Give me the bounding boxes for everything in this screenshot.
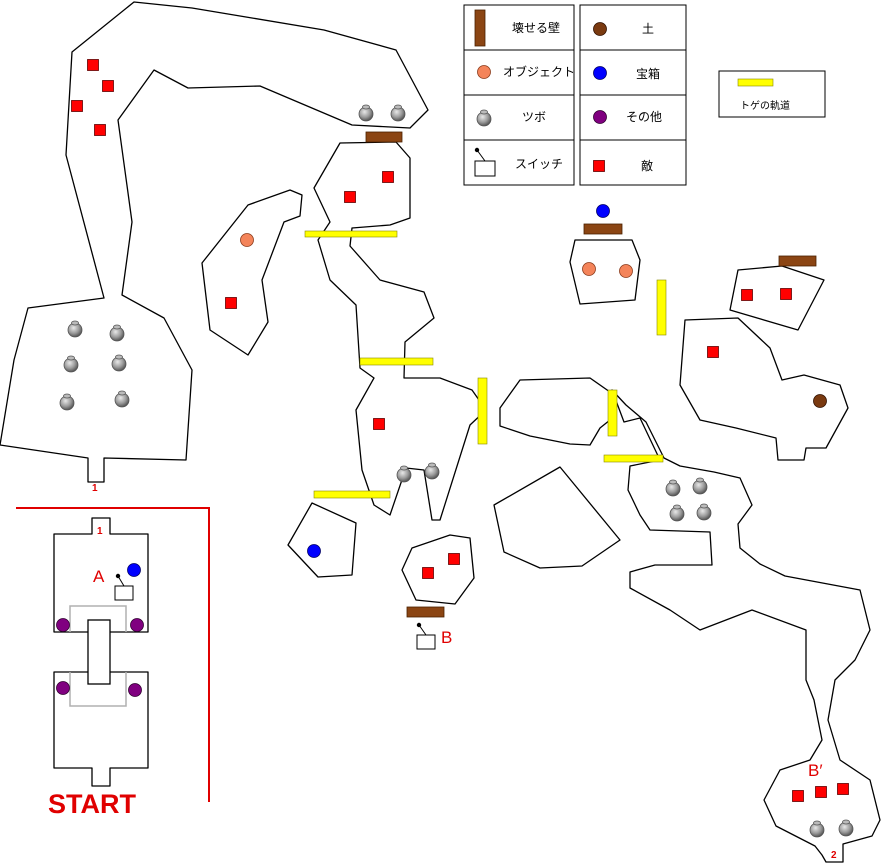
legend-switch-swatch — [474, 147, 496, 177]
legend-wall-label: 壊せる壁 — [512, 20, 560, 35]
legend: 壊せる壁 オブジェクト ツボ スイッチ 土 宝箱 その他 敵 トゲの軌道 — [463, 4, 826, 186]
object-marker — [582, 262, 596, 276]
enemy-marker — [382, 171, 394, 183]
object-marker — [619, 264, 633, 278]
room-pentagon — [569, 239, 641, 305]
enemy-marker — [94, 124, 106, 136]
enemy-marker — [87, 59, 99, 71]
entrance-1-top-label: 1 — [97, 526, 103, 537]
chest-marker — [127, 563, 141, 577]
switch-b-label: B — [441, 628, 452, 647]
object-marker — [240, 233, 254, 247]
room-west-cavern — [0, 1, 429, 483]
start-label: START — [48, 789, 136, 819]
room-upper-middle — [313, 141, 487, 521]
room-pillar — [493, 466, 621, 569]
spike-track — [359, 357, 434, 366]
switch-base — [416, 634, 436, 650]
legend-soil-label: 土 — [642, 22, 654, 36]
pots — [59, 104, 854, 838]
switch-b — [416, 622, 436, 650]
spike-track — [313, 490, 391, 499]
enemy-marker — [373, 418, 385, 430]
enemy-marker — [422, 567, 434, 579]
switch-a — [114, 573, 134, 601]
room-chest-small — [287, 502, 357, 578]
enemy-marker — [741, 289, 753, 301]
legend-object-label: オブジェクト — [503, 64, 575, 79]
wall-breakable — [365, 131, 403, 143]
exit-2-label: 2 — [831, 850, 837, 861]
enemy-marker — [707, 346, 719, 358]
spike-tracks — [304, 230, 667, 499]
start-bridge — [69, 605, 127, 707]
spike-track — [603, 454, 664, 463]
legend-spike-box — [718, 70, 826, 118]
enemy-marker — [71, 100, 83, 112]
enemy-marker — [448, 553, 460, 565]
soil-marker — [813, 394, 827, 408]
legend-object-swatch — [477, 65, 491, 79]
legend-wall-swatch — [474, 9, 486, 47]
spike-track — [656, 279, 667, 336]
legend-soil-swatch — [593, 22, 607, 36]
enemy-marker — [344, 191, 356, 203]
switch-a-label: A — [93, 567, 105, 586]
other-marker — [56, 681, 70, 695]
other-marker — [56, 618, 70, 632]
start-pillar — [87, 619, 111, 685]
start-boundary-line — [16, 507, 210, 802]
other-marker — [130, 618, 144, 632]
target-b-label: B′ — [808, 761, 823, 780]
room-central-connector — [499, 377, 611, 446]
wall-breakable — [778, 255, 817, 267]
enemy-marker — [102, 80, 114, 92]
legend-switch-label: スイッチ — [515, 157, 563, 171]
room-start-lower — [53, 671, 149, 787]
enemy-marker — [792, 790, 804, 802]
legend-enemy-label: 敵 — [641, 158, 653, 173]
enemy-marker — [225, 297, 237, 309]
wall-breakable — [406, 606, 445, 618]
chest-marker — [307, 544, 321, 558]
enemy-marker — [815, 786, 827, 798]
legend-chest-swatch — [593, 66, 607, 80]
switch-knob — [416, 622, 422, 628]
room-right-mid — [679, 317, 849, 461]
enemy-marker — [837, 783, 849, 795]
enemy-marker — [780, 288, 792, 300]
wall-breakable — [583, 223, 623, 235]
spike-track — [304, 230, 398, 238]
legend-pot-label: ツボ — [522, 110, 546, 124]
room-start-upper — [53, 517, 149, 633]
chest-marker — [596, 204, 610, 218]
room-diagonal — [201, 189, 303, 356]
spike-track — [477, 377, 488, 445]
switch-base — [114, 585, 134, 601]
legend-other-label: その他 — [626, 110, 662, 124]
legend-other-swatch — [593, 110, 607, 124]
legend-spike-swatch — [737, 78, 774, 87]
switch-knob — [115, 573, 121, 579]
room-enemy-pair — [401, 534, 475, 605]
legend-enemy-swatch — [593, 160, 605, 172]
breakable-walls — [365, 131, 817, 618]
other-marker — [128, 683, 142, 697]
room-upper-right — [729, 265, 825, 331]
legend-spike-label: トゲの軌道 — [740, 99, 790, 112]
entrance-1-label: 1 — [92, 483, 98, 494]
spike-track — [607, 389, 618, 437]
legend-chest-label: 宝箱 — [636, 66, 660, 81]
